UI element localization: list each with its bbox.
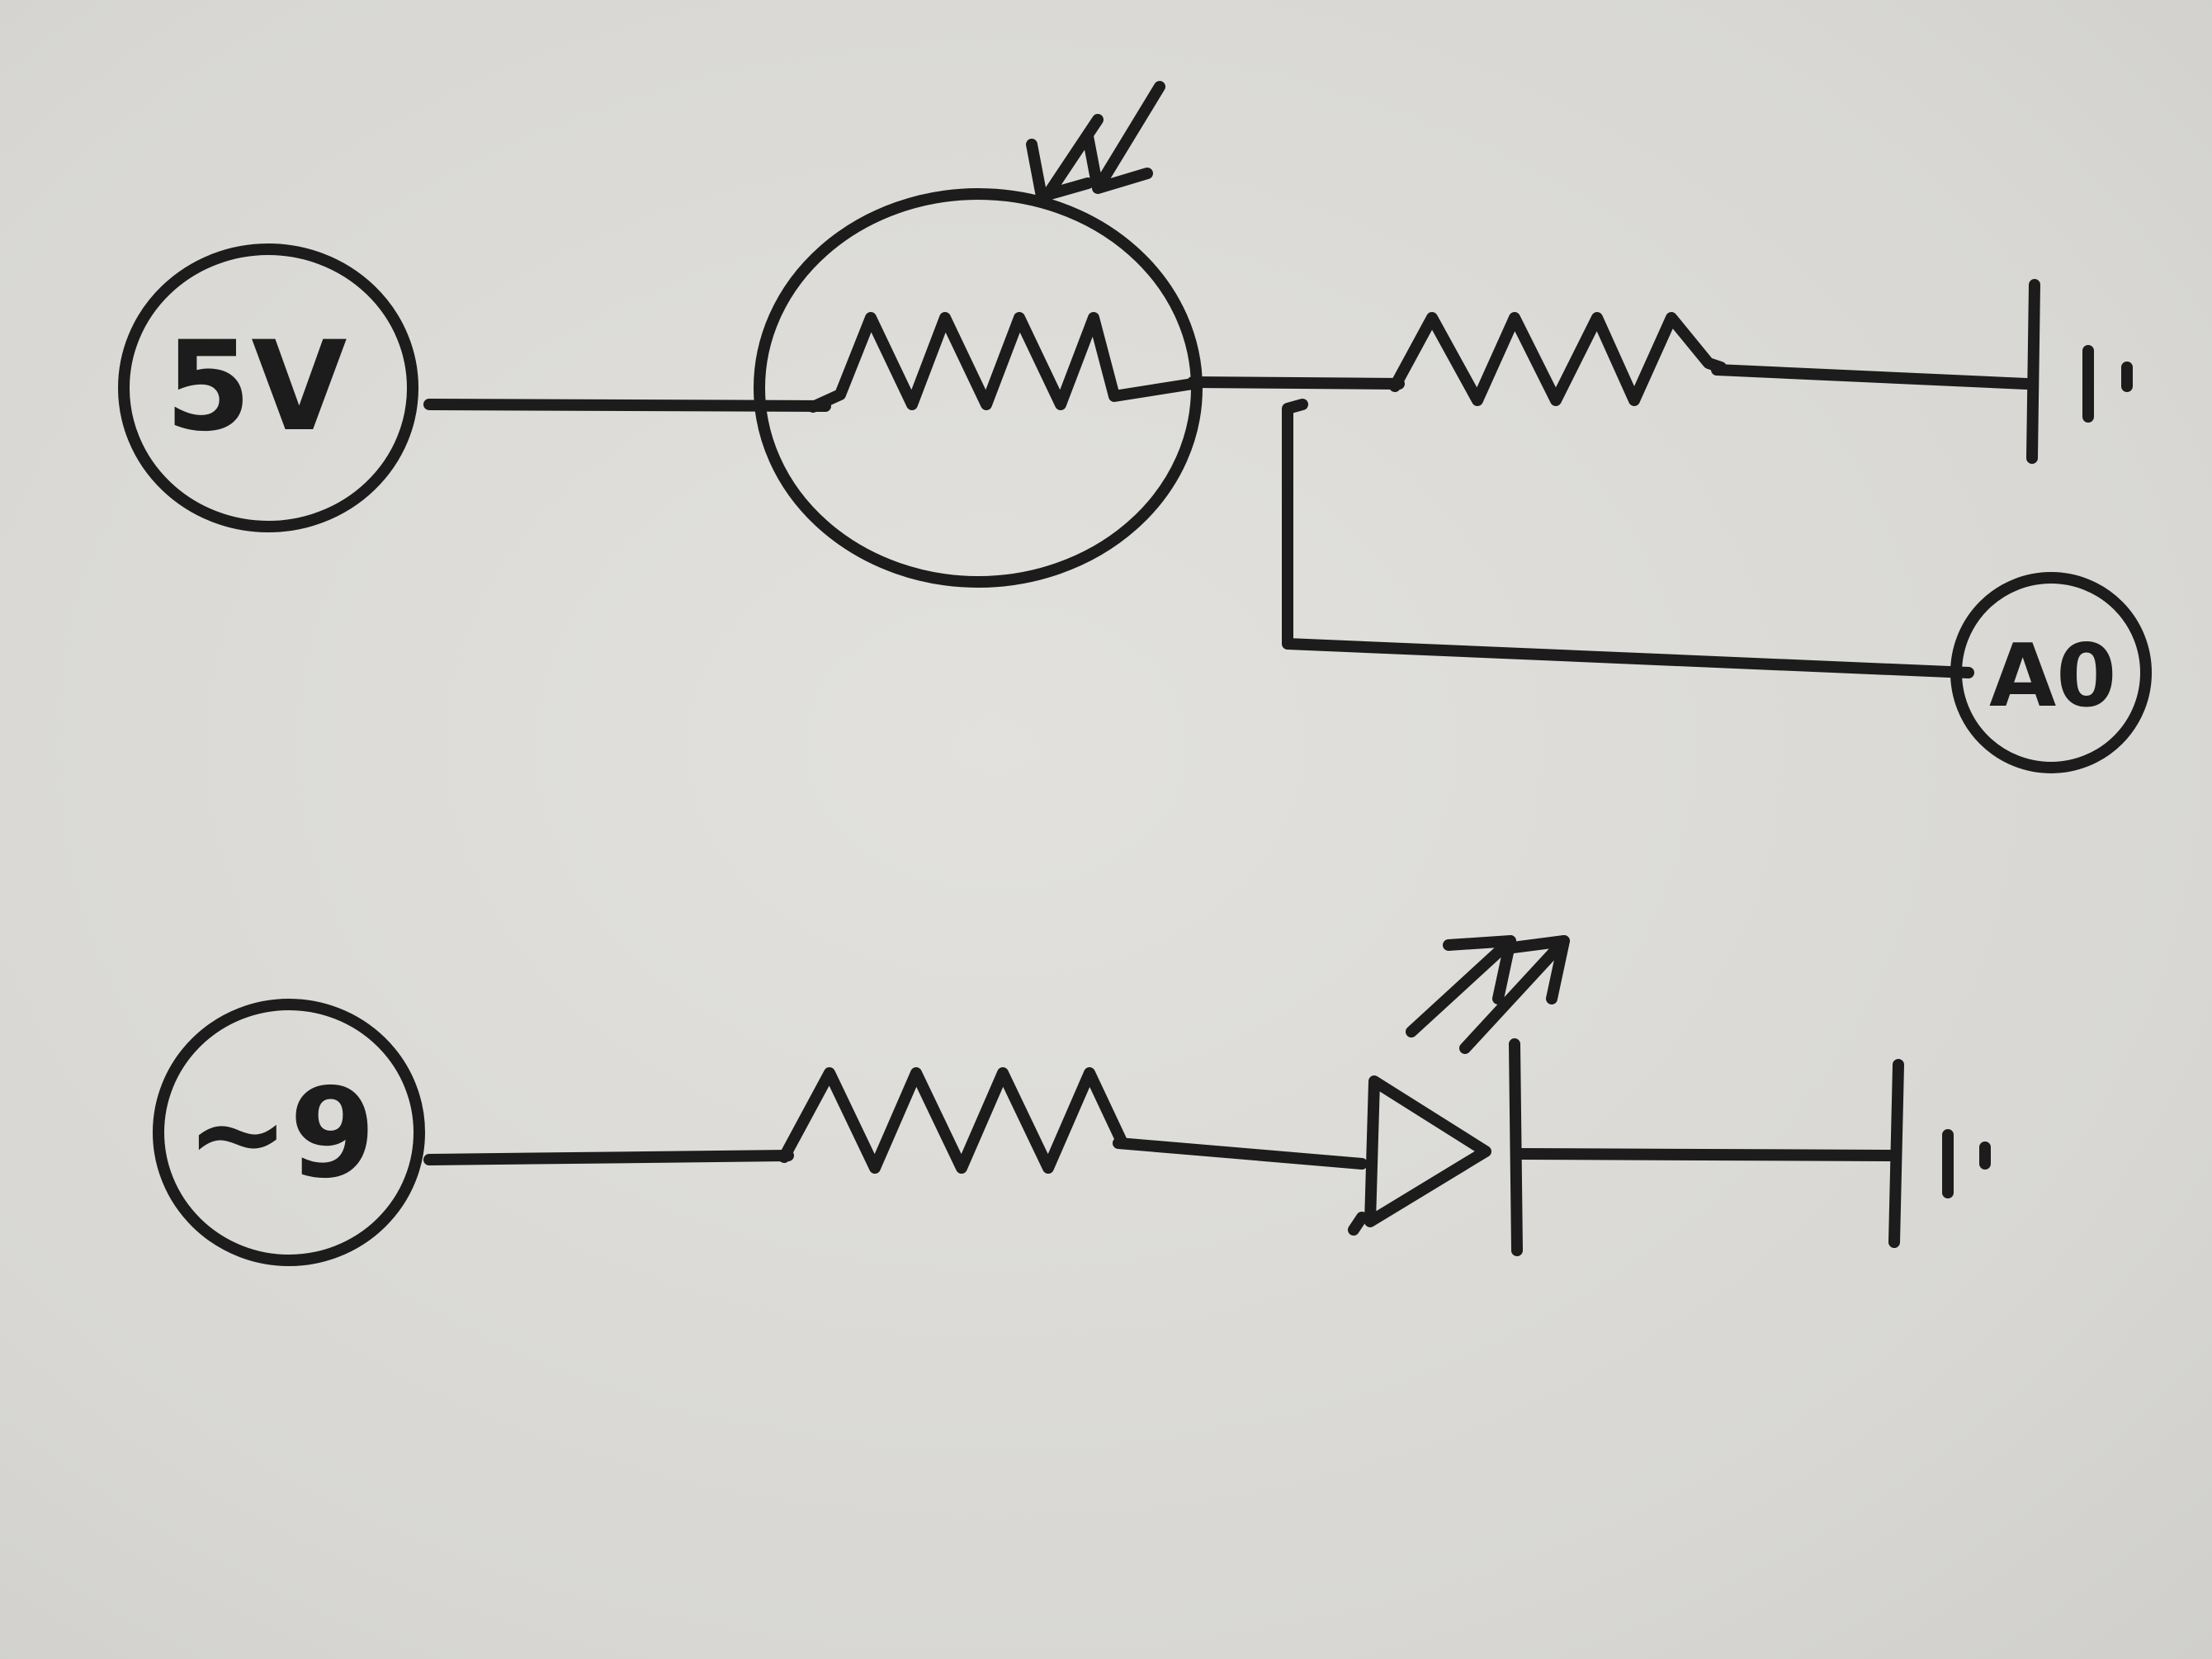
label-a0: A0 xyxy=(1989,626,2116,726)
led-diode xyxy=(1348,935,1570,1256)
source-pin9-terminal: ~9 xyxy=(153,999,425,1266)
circuit-2: ~9 xyxy=(153,935,1991,1266)
wire-led-to-ground xyxy=(1513,1148,1896,1161)
label-pin9: ~9 xyxy=(186,1062,376,1206)
wire-node-to-a0 xyxy=(1282,399,1974,678)
output-a0-terminal: A0 xyxy=(1950,572,2152,773)
wire-resistor-to-led xyxy=(1113,1137,1368,1170)
label-5v: 5V xyxy=(165,315,347,459)
wire-pin9-to-resistor xyxy=(423,1150,794,1165)
terminal-circle-pin9 xyxy=(153,999,425,1266)
resistor-1-zigzag xyxy=(1389,312,1727,406)
ground-symbol-1-icon xyxy=(2026,279,2133,464)
led-bar xyxy=(1509,1038,1523,1256)
resistor-2-zigzag xyxy=(778,1067,1128,1174)
wire-resistor-to-ground xyxy=(1711,364,2032,390)
terminal-circle-5v xyxy=(118,243,418,532)
led-triangle xyxy=(1364,1075,1491,1227)
ground-symbol-2-icon xyxy=(1888,1059,1991,1248)
photoresistor-zigzag xyxy=(807,312,1198,413)
source-5v-terminal: 5V xyxy=(118,243,418,532)
light-arrows-emitted-icon xyxy=(1406,935,1570,1054)
terminal-circle-a0 xyxy=(1950,572,2152,773)
light-arrows-incoming-icon xyxy=(1026,81,1165,202)
circuit-1: 5V xyxy=(118,81,2152,773)
wire-photoresistor-to-resistor xyxy=(1187,376,1405,390)
